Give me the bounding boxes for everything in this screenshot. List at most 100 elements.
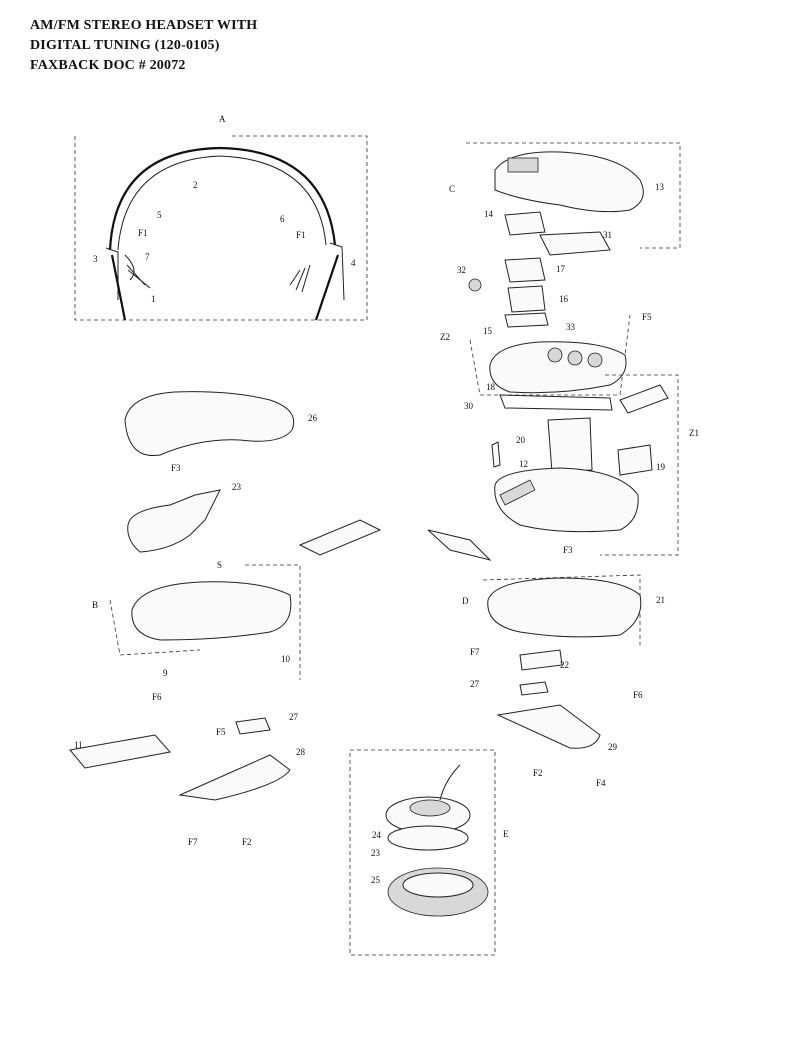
label-21: 21 — [656, 595, 665, 605]
label-14: 14 — [484, 209, 494, 219]
label-f1-right: F1 — [296, 230, 306, 240]
ear-pad-inner — [402, 872, 474, 898]
label-27-right: 27 — [470, 679, 480, 689]
lcd-14 — [504, 211, 546, 236]
label-32: 32 — [457, 265, 466, 275]
document-title: AM/FM STEREO HEADSET WITH DIGITAL TUNING… — [30, 16, 257, 76]
label-27-left: 27 — [289, 712, 299, 722]
label-f5-left: F5 — [216, 727, 226, 737]
label-24: 24 — [372, 830, 382, 840]
cable-strip-left — [298, 519, 382, 556]
group-a-boundary — [74, 135, 368, 321]
left-ear-cup-b: 26 F3 23 B S 9 10 F6 F5 11 27 28 F7 F2 — [69, 391, 382, 847]
label-6: 6 — [280, 214, 285, 224]
label-e: E — [503, 829, 509, 839]
right-ear-cup-d: D 21 F7 22 27 F6 29 F2 F4 — [427, 529, 665, 788]
label-13: 13 — [655, 182, 665, 192]
buttons-31 — [539, 231, 611, 256]
headband-arc-inner — [117, 155, 327, 251]
bracket-16 — [507, 285, 546, 313]
label-b: B — [92, 600, 98, 610]
base-29 — [496, 704, 601, 749]
label-5: 5 — [157, 210, 162, 220]
label-f7-right: F7 — [470, 647, 480, 657]
label-18: 18 — [486, 382, 496, 392]
title-line-1: AM/FM STEREO HEADSET WITH — [30, 18, 258, 33]
label-a: A — [219, 114, 226, 124]
label-s: S — [217, 560, 222, 570]
label-11: 11 — [74, 740, 83, 750]
tuner-cover-assembly-c: C 13 14 31 32 — [449, 142, 681, 292]
knob-32 — [468, 278, 482, 292]
part-15 — [504, 312, 549, 328]
label-f4: F4 — [596, 778, 606, 788]
label-2: 2 — [193, 180, 198, 190]
lower-right-board: 20 12 F3 — [491, 435, 639, 555]
speaker-cone — [409, 799, 451, 817]
board-circle-3 — [587, 352, 603, 368]
label-f3-right: F3 — [563, 545, 573, 555]
headband-arc-outer — [108, 146, 337, 251]
group-e-boundary — [349, 749, 496, 956]
label-12: 12 — [519, 459, 528, 469]
ring-23 — [387, 825, 469, 851]
housing-s — [131, 581, 292, 641]
group-z1-boundary — [600, 374, 679, 556]
label-17: 17 — [556, 264, 566, 274]
label-z2: Z2 — [440, 332, 450, 342]
label-31: 31 — [603, 230, 612, 240]
label-19: 19 — [656, 462, 666, 472]
label-f3-left: F3 — [171, 463, 181, 473]
label-20: 20 — [516, 435, 526, 445]
component-12 — [499, 479, 536, 506]
label-29: 29 — [608, 742, 618, 752]
circuit-assembly-z2: Z2 17 16 15 33 F5 18 30 — [440, 257, 652, 411]
post-20 — [491, 441, 501, 468]
wire-strands — [124, 254, 311, 293]
label-23: 23 — [232, 482, 242, 492]
label-3: 3 — [93, 254, 98, 264]
base-28 — [178, 754, 291, 801]
bracket-z1 — [547, 417, 593, 473]
label-9: 9 — [163, 668, 168, 678]
switch-housing — [619, 384, 669, 414]
headband-assembly-a: A 2 5 6 F1 F1 3 4 7 1 — [74, 114, 368, 321]
label-15: 15 — [483, 326, 493, 336]
label-25: 25 — [371, 875, 381, 885]
label-4: 4 — [351, 258, 356, 268]
strip-30 — [499, 394, 613, 411]
group-c-boundary — [466, 142, 681, 249]
label-f2-left: F2 — [242, 837, 252, 847]
label-30: 30 — [464, 401, 474, 411]
label-f2-right: F2 — [533, 768, 543, 778]
board-circle-2 — [567, 350, 583, 366]
label-c: C — [449, 184, 455, 194]
part-22 — [519, 649, 563, 671]
cover-26 — [124, 391, 295, 457]
title-line-2: DIGITAL TUNING (120-0105) — [30, 38, 220, 53]
label-33: 33 — [566, 322, 576, 332]
bracket-17 — [504, 257, 546, 283]
display-window — [507, 157, 539, 173]
speaker-wire — [439, 764, 461, 801]
label-16: 16 — [559, 294, 569, 304]
label-f6-left: F6 — [152, 692, 162, 702]
label-f5: F5 — [642, 312, 652, 322]
title-line-3: FAXBACK DOC # 20072 — [30, 58, 186, 73]
label-7: 7 — [145, 252, 150, 262]
label-26: 26 — [308, 413, 318, 423]
label-f1-left: F1 — [138, 228, 148, 238]
switch-assembly-z1: Z1 19 — [547, 374, 699, 556]
label-22: 22 — [560, 660, 569, 670]
label-1: 1 — [151, 294, 156, 304]
label-z1: Z1 — [689, 428, 699, 438]
label-28: 28 — [296, 747, 306, 757]
label-23b: 23 — [371, 848, 381, 858]
bracket-23 — [127, 489, 221, 553]
cable-strip-right — [427, 529, 492, 561]
speaker-assembly-e: 24 23 E 25 — [349, 749, 509, 956]
part-19 — [617, 444, 653, 476]
headband-wires — [110, 254, 340, 321]
part-27-right — [519, 681, 549, 696]
